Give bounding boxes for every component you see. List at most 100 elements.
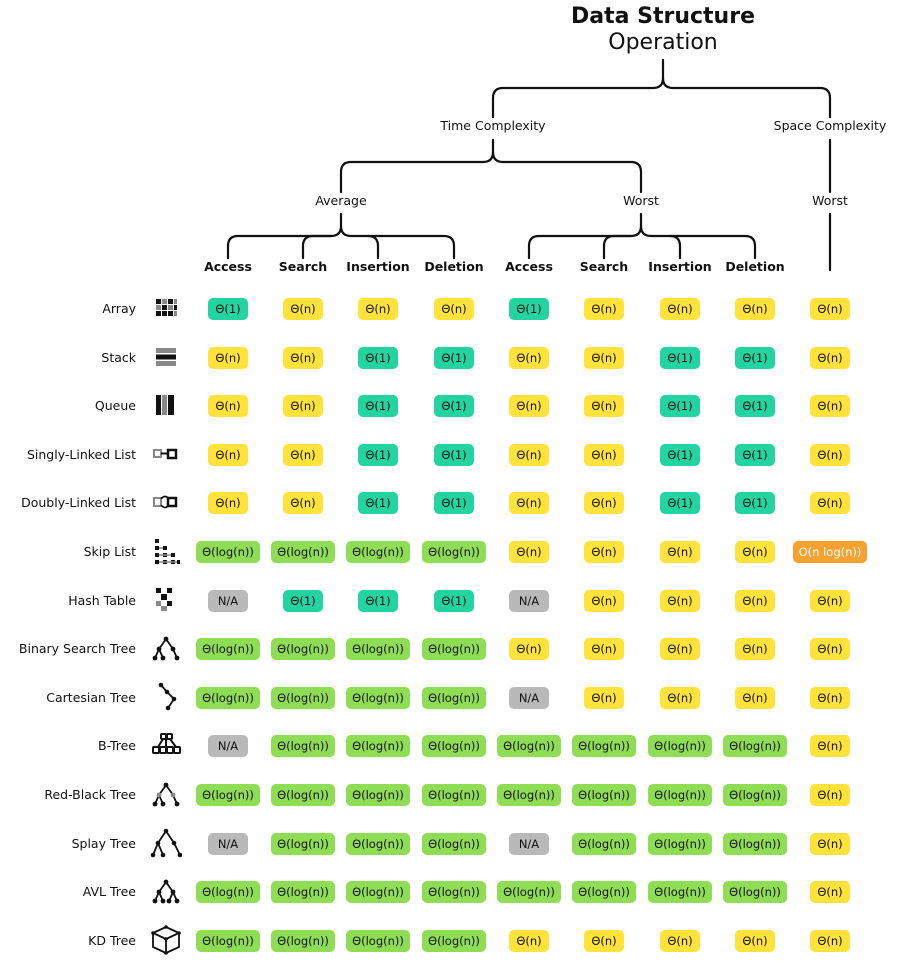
cell-avg-deletion: Θ(log(n)) (422, 784, 486, 806)
cell-avg-search: Θ(n) (283, 298, 323, 320)
array-icon (156, 299, 177, 316)
cell-avg-access: Θ(log(n)) (196, 784, 260, 806)
cell-worst-deletion: Θ(log(n)) (723, 881, 787, 904)
cell-worst-access: N/A (509, 686, 549, 709)
cell-worst-deletion: Θ(n) (735, 541, 775, 563)
cell-avg-deletion: Θ(log(n)) (422, 541, 486, 563)
worst-brace-2 (602, 234, 633, 260)
cell-worst-search: Θ(log(n)) (572, 735, 636, 758)
node-worst: Worst (561, 193, 721, 209)
cell-avg-insertion: Θ(n) (358, 298, 398, 320)
cell-space-worst: Θ(n) (810, 589, 850, 612)
cell-space-worst: Θ(n) (810, 443, 850, 466)
cell-space-worst: Θ(n) (810, 929, 850, 952)
node-space-complexity: Space Complexity (750, 118, 910, 134)
b-tree-icon (152, 733, 181, 755)
cell-avg-search: Θ(log(n)) (271, 929, 335, 952)
cell-worst-deletion: Θ(log(n)) (723, 784, 787, 806)
cell-avg-access: Θ(n) (208, 395, 248, 418)
cell-worst-access: Θ(n) (509, 395, 549, 418)
cell-avg-deletion: Θ(log(n)) (422, 832, 486, 855)
cell-worst-search: Θ(n) (584, 541, 624, 563)
cell-avg-access: Θ(log(n)) (196, 929, 260, 952)
cell-avg-insertion: Θ(1) (358, 346, 398, 369)
cell-avg-search: Θ(log(n)) (271, 735, 335, 758)
row-label: Cartesian Tree (46, 689, 136, 705)
stack-icon (156, 347, 176, 366)
cell-worst-access: Θ(n) (509, 638, 549, 661)
cell-worst-insertion: Θ(log(n)) (648, 832, 712, 855)
cell-avg-search: Θ(log(n)) (271, 638, 335, 661)
cell-space-worst: Θ(n) (810, 298, 850, 320)
cell-worst-access: Θ(n) (509, 929, 549, 952)
cell-avg-deletion: Θ(1) (434, 492, 474, 515)
row-label: Array (102, 301, 136, 316)
page-title: Data Structure (571, 4, 755, 29)
cell-worst-insertion: Θ(n) (660, 638, 700, 661)
node-time-complexity: Time Complexity (413, 118, 573, 134)
cell-worst-access: Θ(n) (509, 346, 549, 369)
col-header-avg-access: Access (204, 259, 252, 274)
cell-worst-deletion: Θ(1) (735, 346, 775, 369)
cell-worst-insertion: Θ(log(n)) (648, 735, 712, 758)
row-label: Queue (94, 398, 136, 414)
cell-worst-deletion: Θ(1) (735, 395, 775, 418)
cell-avg-access: Θ(n) (208, 346, 248, 369)
cell-worst-search: Θ(n) (584, 638, 624, 661)
cell-avg-access: Θ(log(n)) (196, 686, 260, 709)
cell-avg-deletion: Θ(1) (434, 395, 474, 418)
row-label: B-Tree (98, 738, 136, 754)
binary-search-tree-icon (152, 636, 180, 661)
cell-space-worst: Θ(n) (810, 346, 850, 369)
cell-worst-insertion: Θ(n) (660, 686, 700, 709)
cell-avg-search: Θ(n) (283, 443, 323, 466)
cell-avg-search: Θ(n) (283, 395, 323, 418)
root-brace-right (661, 76, 832, 120)
cell-worst-access: Θ(n) (509, 541, 549, 563)
cell-avg-access: N/A (208, 832, 248, 855)
cell-avg-deletion: Θ(1) (434, 346, 474, 369)
row-label: Binary Search Tree (18, 641, 136, 657)
cell-worst-search: Θ(log(n)) (572, 881, 636, 904)
cell-avg-insertion: Θ(log(n)) (346, 784, 410, 806)
cell-avg-insertion: Θ(log(n)) (346, 735, 410, 758)
singly-linked-list-icon (153, 448, 178, 460)
node-average: Average (261, 193, 421, 209)
cell-avg-search: Θ(1) (283, 589, 323, 612)
cell-avg-deletion: Θ(log(n)) (422, 929, 486, 952)
cell-worst-deletion: Θ(n) (735, 589, 775, 612)
cell-worst-insertion: Θ(log(n)) (648, 881, 712, 904)
col-header-worst-search: Search (579, 259, 629, 274)
cell-worst-search: Θ(n) (584, 589, 624, 612)
root-brace (491, 58, 665, 120)
cell-avg-insertion: Θ(log(n)) (346, 686, 410, 709)
node-space-worst: Worst (750, 193, 910, 209)
row-label: Doubly-Linked List (21, 495, 136, 511)
cell-avg-access: Θ(1) (208, 298, 248, 320)
cell-space-worst: Θ(n) (810, 686, 850, 709)
cell-space-worst: Θ(n) (810, 735, 850, 758)
page-subtitle: Operation (608, 30, 718, 55)
row-label: AVL Tree (82, 884, 136, 900)
cell-worst-insertion: Θ(1) (660, 443, 700, 466)
cell-avg-search: Θ(log(n)) (271, 784, 335, 806)
doubly-linked-list-icon (153, 496, 178, 509)
kd-tree-icon (151, 924, 181, 955)
cell-worst-access: Θ(n) (509, 443, 549, 466)
col-header-avg-insertion: Insertion (346, 259, 410, 274)
cell-worst-search: Θ(n) (584, 929, 624, 952)
cell-avg-search: Θ(log(n)) (271, 881, 335, 904)
cell-avg-insertion: Θ(1) (358, 492, 398, 515)
cell-avg-deletion: Θ(log(n)) (422, 686, 486, 709)
col-header-worst-access: Access (505, 259, 553, 274)
cell-worst-deletion: Θ(n) (735, 929, 775, 952)
cell-worst-deletion: Θ(1) (735, 443, 775, 466)
cell-avg-search: Θ(log(n)) (271, 686, 335, 709)
row-label: Skip List (83, 544, 136, 559)
cell-space-worst: Θ(n) (810, 492, 850, 515)
time-brace (339, 138, 495, 194)
cell-avg-search: Θ(n) (283, 492, 323, 515)
cell-avg-access: Θ(log(n)) (196, 638, 260, 661)
cell-avg-access: Θ(log(n)) (196, 881, 260, 904)
cell-worst-search: Θ(log(n)) (572, 832, 636, 855)
